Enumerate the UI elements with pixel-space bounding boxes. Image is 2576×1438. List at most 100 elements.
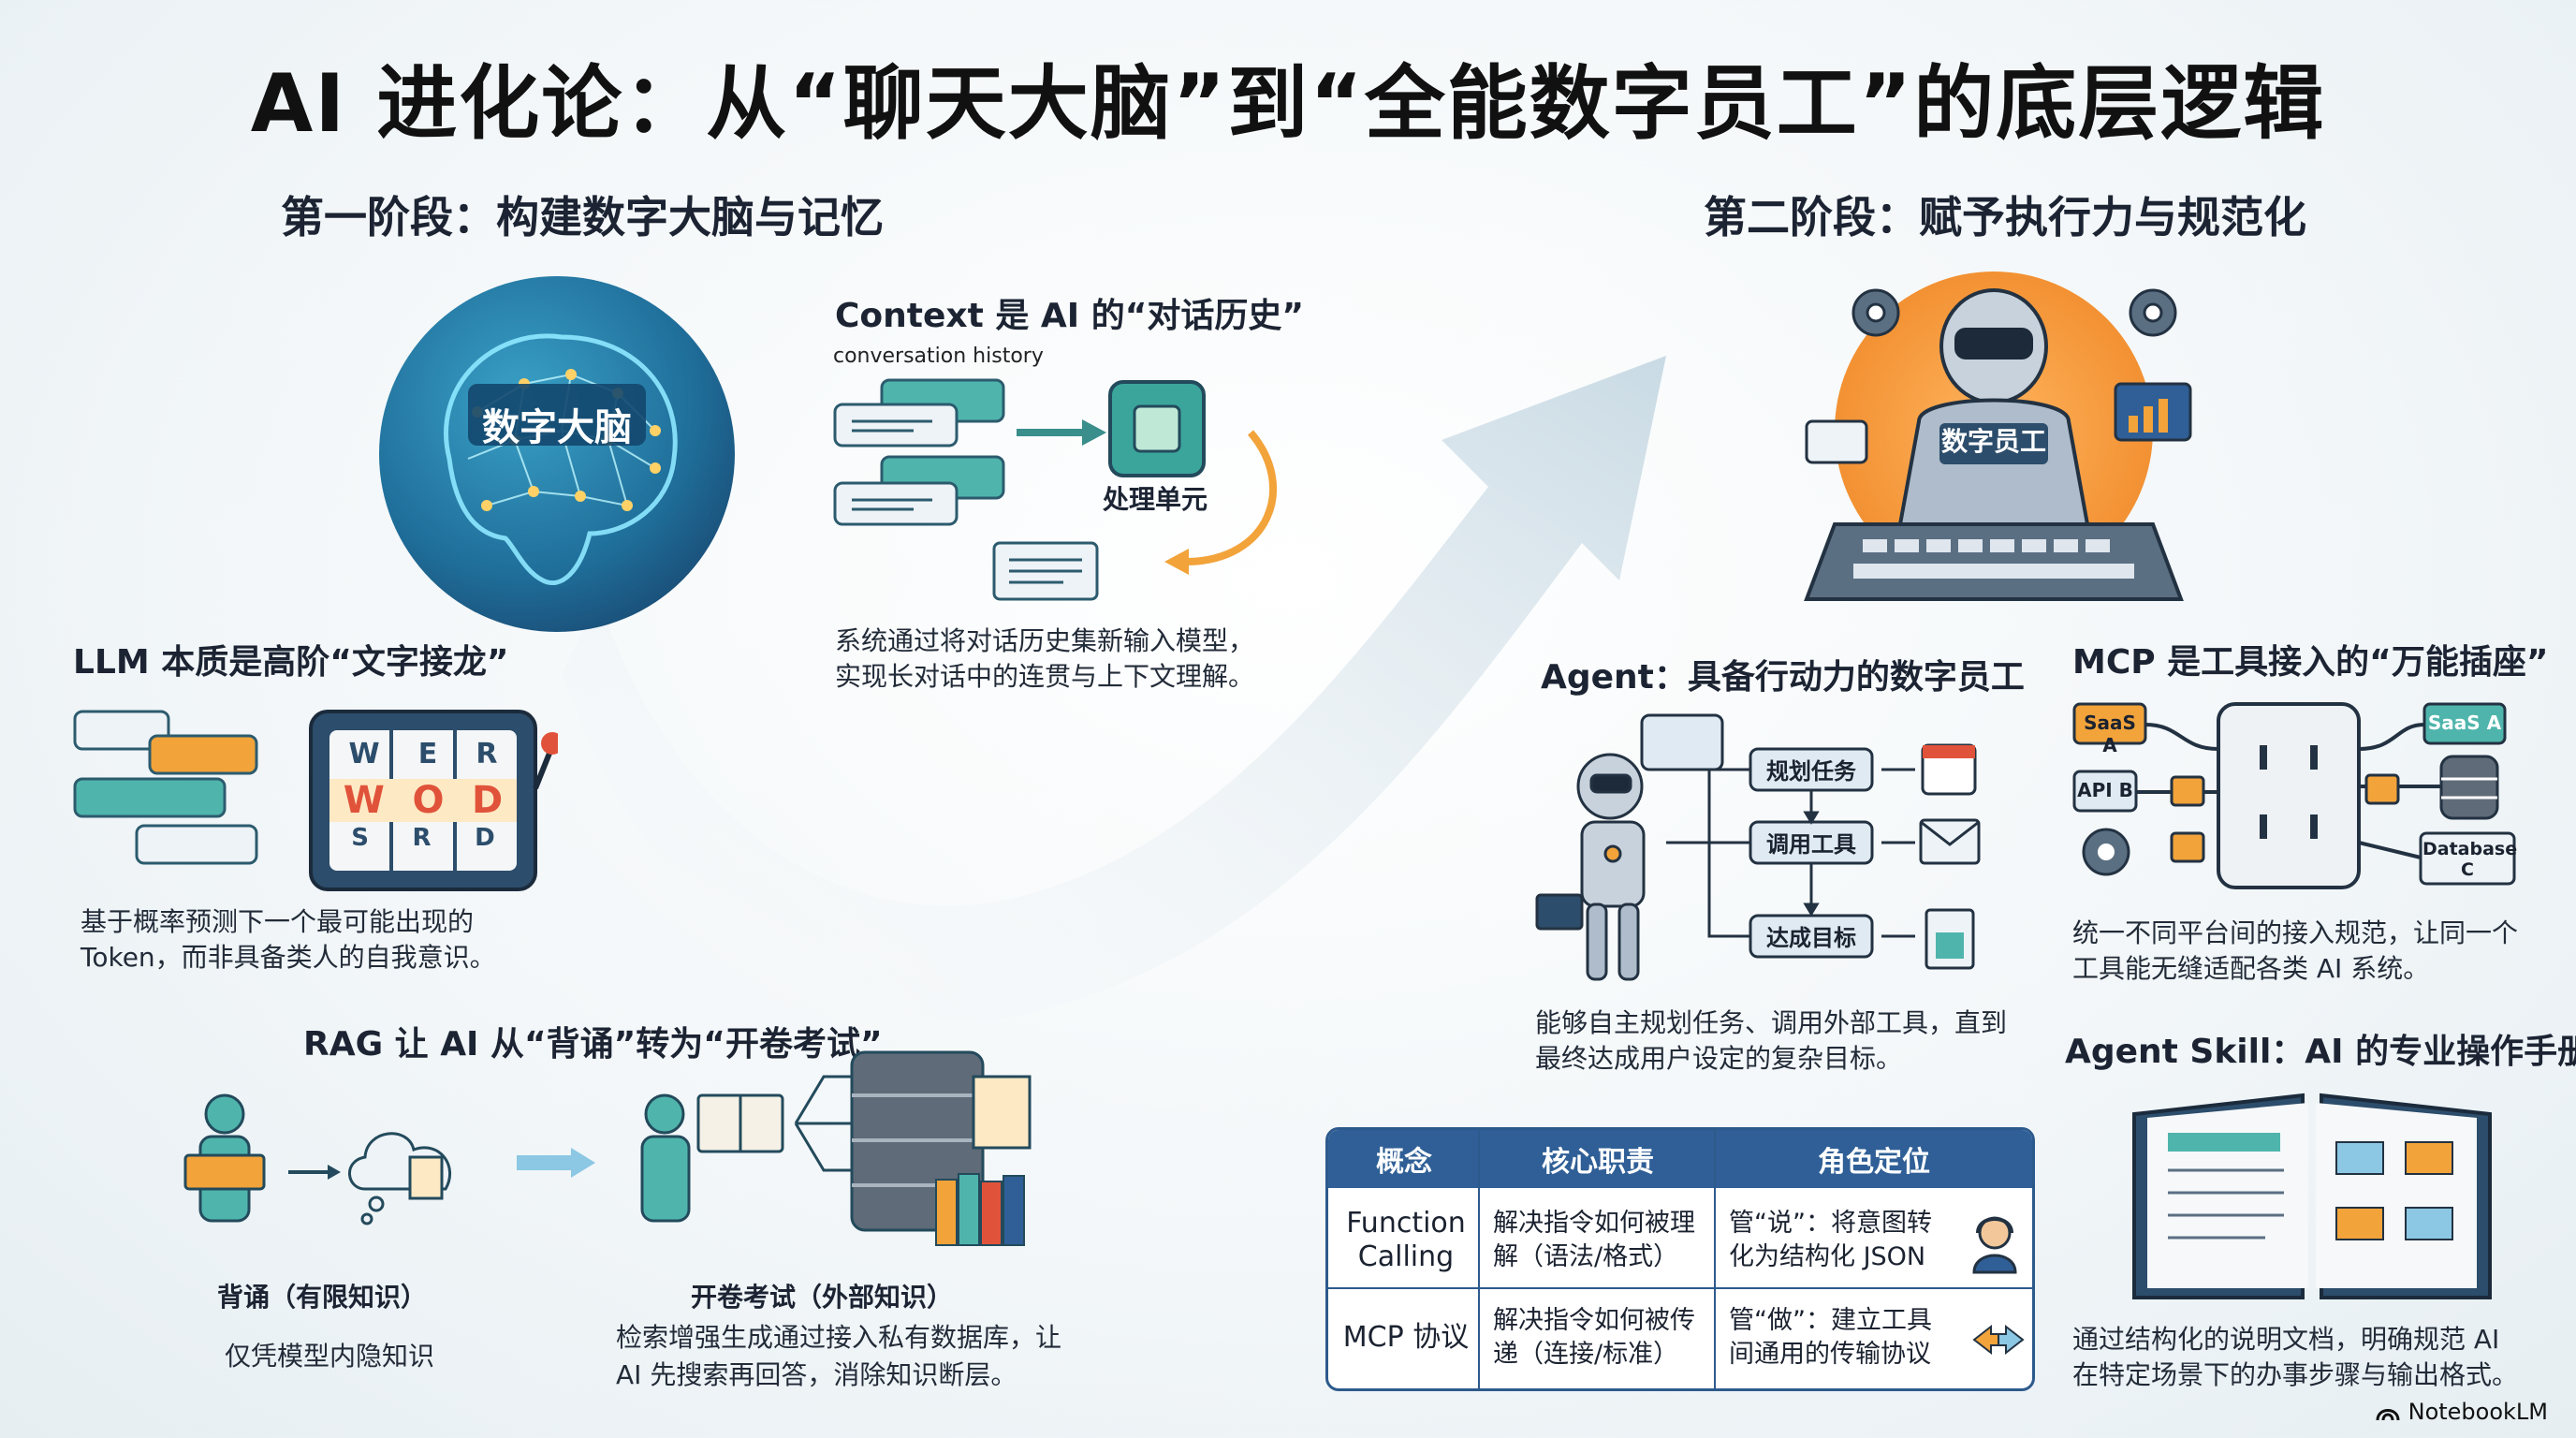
row1-duty: 解决指令如何被理 解（语法/格式） bbox=[1493, 1196, 1708, 1285]
saas-a-right-label: SaaS A bbox=[2427, 712, 2502, 734]
open-book-person-icon bbox=[640, 1093, 784, 1223]
recite-caption: 仅凭模型内隐知识 bbox=[225, 1341, 435, 1372]
agent-illustration bbox=[1535, 713, 1981, 981]
document-icon bbox=[972, 1075, 1032, 1150]
row1-role: 管“说”：将意图转 化为结构化 JSON bbox=[1729, 1196, 1972, 1285]
row2-duty-line2: 递（连接/标准） bbox=[1493, 1340, 1679, 1369]
row1-role-line1: 管“说”：将意图转 bbox=[1729, 1209, 1932, 1238]
robot-illustration bbox=[1804, 271, 2192, 601]
row1-concept-line1: Function bbox=[1346, 1207, 1466, 1240]
books-icon bbox=[935, 1173, 1025, 1246]
row2-duty: 解决指令如何被传 递（连接/标准） bbox=[1493, 1293, 1708, 1383]
open-book-label: 开卷考试（外部知识） bbox=[691, 1282, 954, 1313]
agent-title: Agent：具备行动力的数字员工 bbox=[1541, 658, 2025, 697]
speech-bubble-icon bbox=[1640, 713, 1724, 771]
reel-bot-2: R bbox=[412, 824, 432, 852]
reel-mid-1: W bbox=[343, 779, 385, 822]
mcp-illustration bbox=[2072, 702, 2516, 889]
table-row: Function Calling bbox=[1336, 1196, 1476, 1285]
chat-bubbles bbox=[833, 378, 1005, 526]
row2-concept: MCP 协议 bbox=[1342, 1321, 1470, 1354]
row2-duty-line1: 解决指令如何被传 bbox=[1493, 1306, 1695, 1335]
llm-title: LLM 本质是高阶“文字接龙” bbox=[73, 643, 509, 682]
rag-title: RAG 让 AI 从“背诵”转为“开卷考试” bbox=[303, 1025, 883, 1064]
context-subtitle: conversation history bbox=[833, 345, 1044, 368]
mcp-caption-1: 统一不同平台间的接入规范，让同一个 bbox=[2072, 917, 2519, 948]
database-icon bbox=[2439, 755, 2499, 820]
agent-caption-2: 最终达成用户设定的复杂目标。 bbox=[1535, 1043, 1903, 1074]
skill-title: Agent Skill：AI 的专业操作手册 bbox=[2065, 1033, 2576, 1071]
row2-role-line2: 间通用的传输协议 bbox=[1729, 1340, 1931, 1369]
skill-caption-2: 在特定场景下的办事步骤与输出格式。 bbox=[2072, 1359, 2519, 1390]
transfer-arrows-icon bbox=[1972, 1324, 2025, 1356]
agent-step-tools: 调用工具 bbox=[1766, 831, 1856, 858]
brand-name: NotebookLM bbox=[2408, 1399, 2548, 1425]
table-header-concept: 概念 bbox=[1328, 1130, 1480, 1188]
reel-top-2: E bbox=[417, 738, 438, 770]
row1-duty-line1: 解决指令如何被理 bbox=[1493, 1209, 1695, 1238]
reel-mid-3: D bbox=[472, 779, 504, 822]
processor-label: 处理单元 bbox=[1103, 484, 1208, 515]
robot-agent-icon bbox=[1535, 753, 1646, 981]
gear-icon bbox=[2082, 828, 2130, 876]
headset-person-icon bbox=[1972, 1216, 2017, 1274]
keyboard-icon bbox=[1804, 522, 2184, 601]
power-socket-icon bbox=[2217, 702, 2361, 889]
open-book-caption-1: 检索增强生成通过接入私有数据库，让 bbox=[616, 1322, 1062, 1353]
recite-label: 背诵（有限知识） bbox=[217, 1282, 428, 1313]
open-book-caption-2: AI 先搜索再回答，消除知识断层。 bbox=[616, 1359, 1017, 1390]
api-b-label: API B bbox=[2077, 779, 2133, 801]
stage2-title: 第二阶段：赋予执行力与规范化 bbox=[1704, 192, 2306, 242]
stage1-title: 第一阶段：构建数字大脑与记忆 bbox=[281, 192, 884, 242]
row2-role: 管“做”：建立工具 间通用的传输协议 bbox=[1729, 1293, 1972, 1383]
context-title: Context 是 AI 的“对话历史” bbox=[835, 297, 1305, 335]
llm-caption-1: 基于概率预测下一个最可能出现的 bbox=[80, 906, 475, 937]
row1-concept-line2: Calling bbox=[1357, 1240, 1455, 1273]
chat-bubbles bbox=[73, 710, 258, 865]
reel-bot-1: S bbox=[351, 824, 369, 852]
reel-top-row: W E R bbox=[329, 738, 517, 770]
manual-book-icon bbox=[2132, 1093, 2492, 1299]
cloud-icon bbox=[348, 1132, 452, 1225]
robot-label: 数字员工 bbox=[1940, 426, 2046, 457]
llm-illustration bbox=[73, 710, 558, 891]
table-header-role: 角色定位 bbox=[1716, 1130, 2032, 1188]
mail-icon bbox=[1919, 818, 1981, 865]
rag-illustration bbox=[183, 1050, 1032, 1246]
calendar-icon bbox=[1921, 743, 1977, 796]
brain-illustration bbox=[379, 276, 735, 632]
mcp-title: MCP 是工具接入的“万能插座” bbox=[2072, 643, 2549, 682]
page-title: AI 进化论：从“聊天大脑”到“全能数字员工”的底层逻辑 bbox=[250, 57, 2326, 151]
saas-a-left-label: SaaS A bbox=[2084, 712, 2136, 756]
reel-top-3: R bbox=[476, 738, 498, 770]
row2-role-line1: 管“做”：建立工具 bbox=[1729, 1306, 1932, 1335]
table-row: MCP 协议 bbox=[1336, 1293, 1476, 1383]
database-label: Database C bbox=[2422, 839, 2518, 880]
row1-duty-line2: 解（语法/格式） bbox=[1493, 1242, 1679, 1271]
skill-caption-1: 通过结构化的说明文档，明确规范 AI bbox=[2072, 1324, 2500, 1355]
agent-step-plan: 规划任务 bbox=[1766, 758, 1856, 785]
context-caption-1: 系统通过将对话历史集新输入模型， bbox=[835, 625, 1255, 656]
row1-role-line2: 化为结构化 JSON bbox=[1729, 1242, 1926, 1271]
context-caption-2: 实现长对话中的连贯与上下文理解。 bbox=[835, 661, 1255, 692]
agent-step-goal: 达成目标 bbox=[1766, 925, 1856, 951]
gear-icon bbox=[1852, 288, 2177, 337]
notebooklm-logo-icon bbox=[2376, 1409, 2400, 1421]
reel-middle-row: W O D bbox=[329, 779, 517, 822]
agent-caption-1: 能够自主规划任务、调用外部工具，直到 bbox=[1535, 1007, 2008, 1038]
reel-mid-2: O bbox=[412, 779, 445, 822]
brand-mark: NotebookLM bbox=[2375, 1399, 2548, 1425]
reel-bottom-row: S R D bbox=[329, 824, 517, 852]
reel-bot-3: D bbox=[475, 824, 495, 852]
reel-top-1: W bbox=[348, 738, 380, 770]
context-diagram bbox=[833, 378, 1278, 601]
spreadsheet-icon bbox=[1925, 908, 1975, 970]
llm-caption-2: Token，而非具备类人的自我意识。 bbox=[80, 942, 496, 973]
reading-person-icon bbox=[183, 1093, 266, 1223]
table-header-duty: 核心职责 bbox=[1480, 1130, 1716, 1188]
brain-label: 数字大脑 bbox=[482, 406, 632, 449]
screen-icon bbox=[1805, 419, 1868, 464]
mcp-caption-2: 工具能无缝适配各类 AI 系统。 bbox=[2072, 953, 2430, 984]
comparison-table: 概念 核心职责 角色定位 Function Calling 解决指令如何被理 解… bbox=[1325, 1127, 2035, 1391]
